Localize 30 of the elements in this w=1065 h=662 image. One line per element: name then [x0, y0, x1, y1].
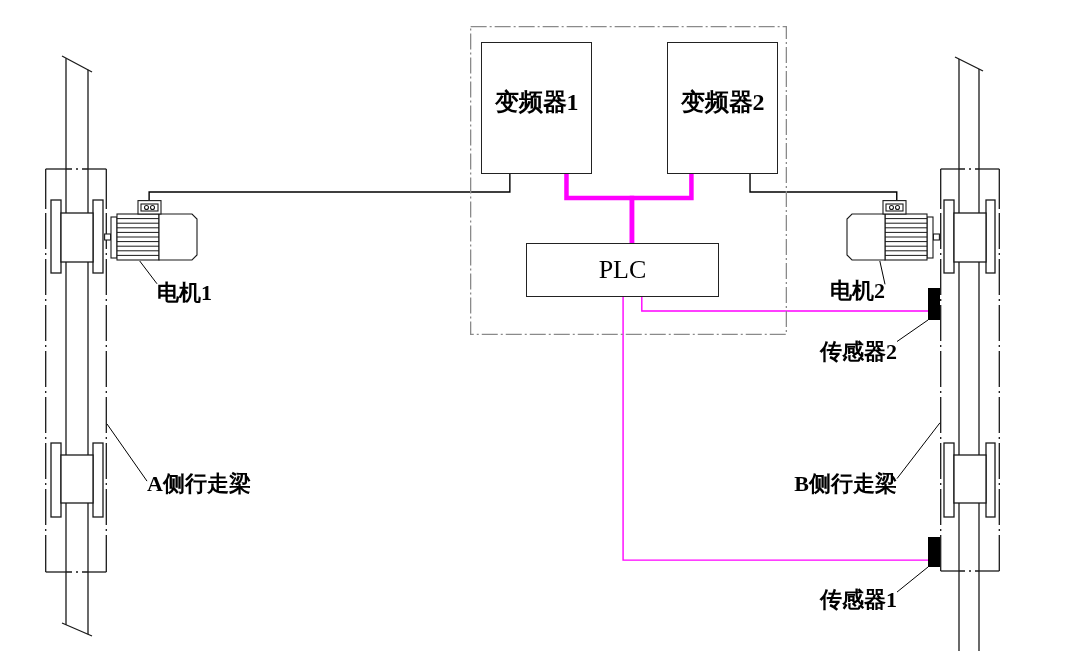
- cable-line: [148, 173, 511, 201]
- signal-line: [622, 296, 929, 561]
- leader-line: [139, 260, 158, 285]
- device-name: PLC: [598, 255, 647, 285]
- leader-line: [106, 423, 148, 482]
- part-label: A侧行走梁: [147, 471, 251, 497]
- rail-beam-drawing: [940, 55, 1000, 651]
- part-label: 电机2: [830, 278, 885, 304]
- leader-line: [896, 422, 941, 480]
- part-label: 电机1: [157, 280, 212, 306]
- rail-beam-drawing: [45, 55, 107, 637]
- leader-line: [896, 319, 929, 343]
- motor-drawing: [104, 200, 198, 261]
- signal-line: [641, 296, 929, 312]
- dashed-enclosure: [470, 26, 787, 335]
- device-name: 变频器1: [494, 89, 579, 117]
- part-label: 传感器2: [820, 339, 897, 365]
- device-box: [481, 42, 592, 174]
- bus-line: [629, 174, 694, 243]
- part-label: 传感器1: [820, 587, 897, 613]
- device-box: [667, 42, 778, 174]
- leader-line: [896, 566, 929, 593]
- sensor-block: [928, 288, 940, 320]
- device-name: 变频器2: [680, 89, 765, 117]
- leader-line: [879, 260, 886, 285]
- part-label: B侧行走梁: [794, 471, 897, 497]
- sensor-block: [928, 537, 940, 567]
- device-box: [526, 243, 719, 297]
- motor-drawing: [846, 200, 940, 261]
- cable-line: [749, 173, 898, 201]
